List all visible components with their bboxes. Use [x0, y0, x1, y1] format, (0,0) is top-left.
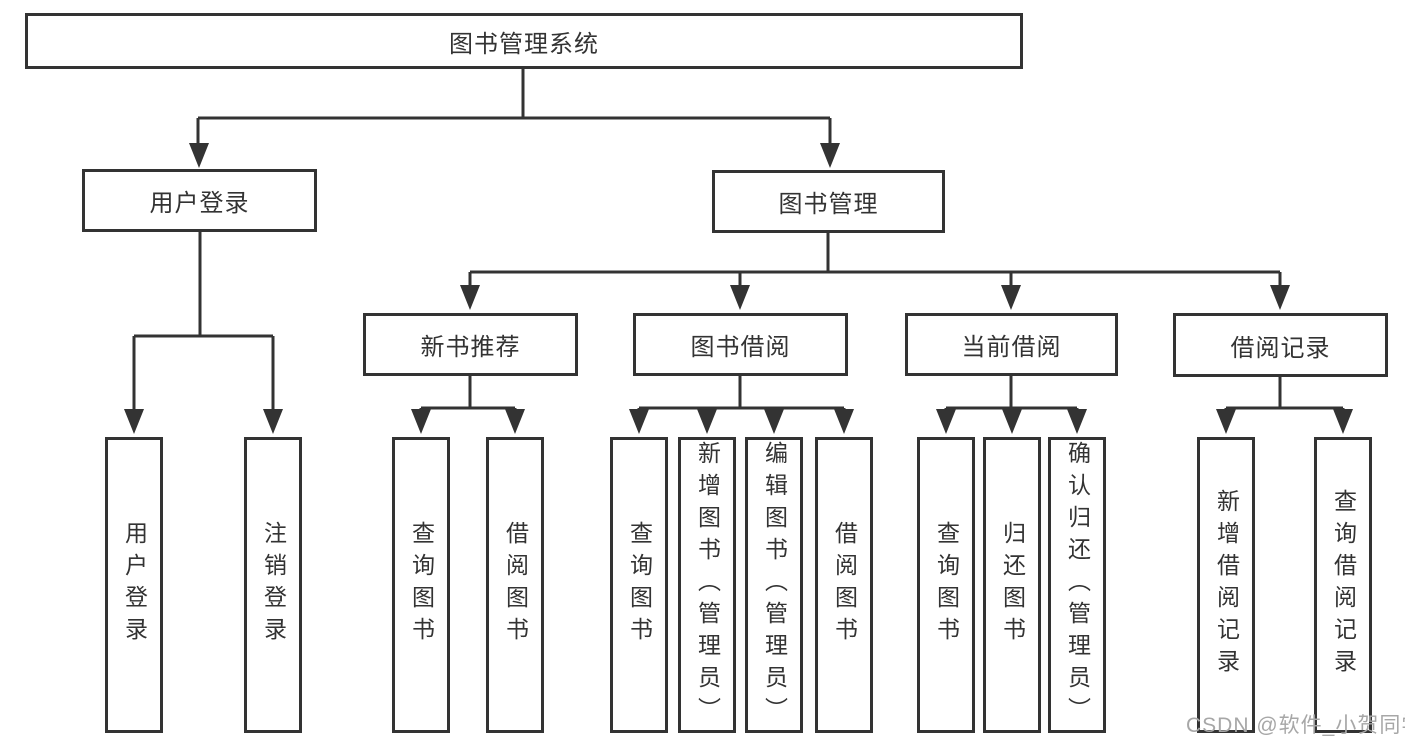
leaf-borrow-book-1: 借阅图书 — [486, 437, 544, 733]
leaf-confirm-return-admin: 确认归还（管理员） — [1048, 437, 1106, 733]
leaf-borrow-book-2-label: 借阅图书 — [831, 521, 858, 649]
watermark-text: CSDN @软件_小贺同学 — [1186, 714, 1405, 737]
leaf-borrow-book-1-label: 借阅图书 — [502, 521, 529, 649]
leaf-add-book-admin-label: 新增图书（管理员） — [694, 441, 721, 729]
node-borrow-record-label: 借阅记录 — [1230, 334, 1331, 362]
node-current-borrow: 当前借阅 — [905, 313, 1118, 376]
leaf-query-book-3: 查询图书 — [917, 437, 975, 733]
leaf-logout-label: 注销登录 — [260, 521, 287, 649]
leaf-query-book-3-label: 查询图书 — [933, 521, 960, 649]
leaf-query-book-1-label: 查询图书 — [408, 521, 435, 649]
node-book-borrow-label: 图书借阅 — [690, 334, 791, 361]
node-borrow-record: 借阅记录 — [1173, 313, 1388, 377]
node-new-book-recommend-label: 新书推荐 — [420, 334, 521, 361]
leaf-user-login: 用户登录 — [105, 437, 163, 733]
node-root: 图书管理系统 — [25, 13, 1023, 69]
leaf-logout: 注销登录 — [244, 437, 302, 733]
leaf-add-book-admin: 新增图书（管理员） — [678, 437, 736, 733]
node-book-management: 图书管理 — [712, 170, 945, 233]
node-user-login-label: 用户登录 — [149, 190, 250, 217]
leaf-query-book-2-label: 查询图书 — [626, 521, 653, 649]
leaf-user-login-label: 用户登录 — [121, 521, 148, 649]
leaf-return-book: 归还图书 — [983, 437, 1041, 733]
leaf-edit-book-admin-label: 编辑图书（管理员） — [761, 441, 788, 729]
leaf-add-borrow-record-label: 新增借阅记录 — [1213, 489, 1240, 681]
leaf-confirm-return-admin-label: 确认归还（管理员） — [1064, 441, 1091, 729]
leaf-query-borrow-record-label: 查询借阅记录 — [1330, 489, 1357, 681]
node-new-book-recommend: 新书推荐 — [363, 313, 578, 376]
node-current-borrow-label: 当前借阅 — [961, 334, 1062, 361]
leaf-query-book-1: 查询图书 — [392, 437, 450, 733]
leaf-edit-book-admin: 编辑图书（管理员） — [745, 437, 803, 733]
node-root-label: 图书管理系统 — [449, 30, 599, 58]
node-book-management-label: 图书管理 — [778, 191, 879, 218]
leaf-query-borrow-record: 查询借阅记录 — [1314, 437, 1372, 733]
leaf-borrow-book-2: 借阅图书 — [815, 437, 873, 733]
node-book-borrow: 图书借阅 — [633, 313, 848, 376]
leaf-add-borrow-record: 新增借阅记录 — [1197, 437, 1255, 733]
leaf-query-book-2: 查询图书 — [610, 437, 668, 733]
node-user-login: 用户登录 — [82, 169, 317, 232]
leaf-return-book-label: 归还图书 — [999, 521, 1026, 649]
